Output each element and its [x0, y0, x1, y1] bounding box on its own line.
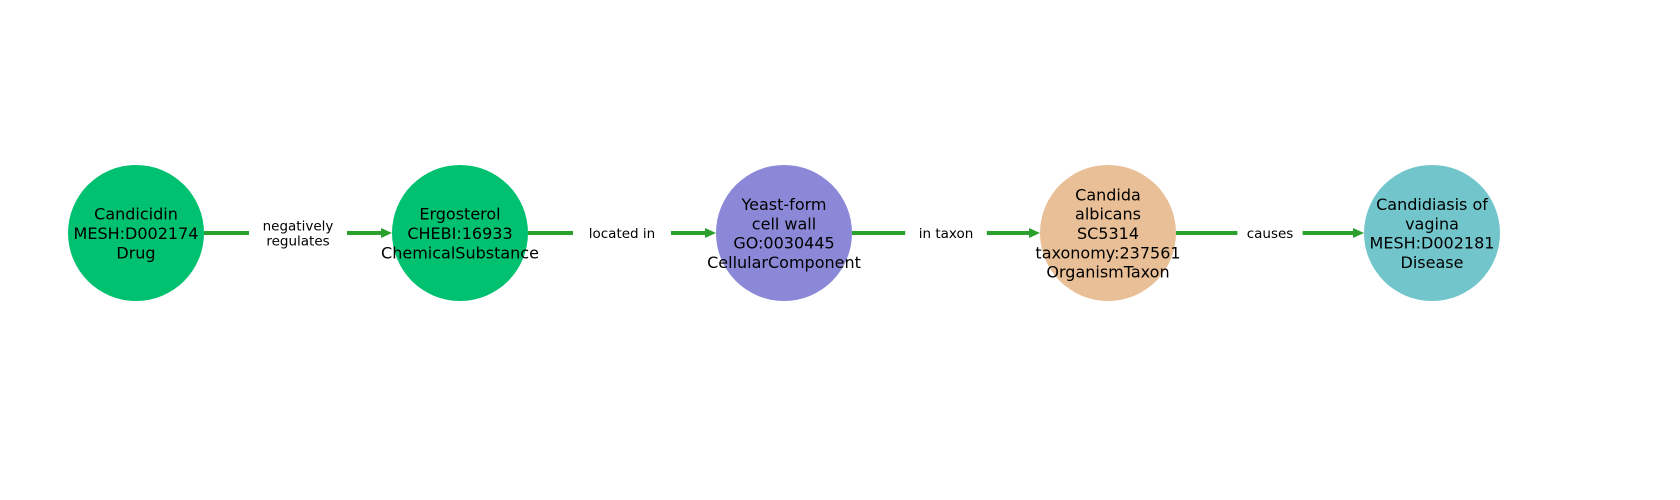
node-label: SC5314 — [1077, 224, 1139, 243]
edge-label: in taxon — [919, 226, 974, 242]
node-label: CellularComponent — [707, 253, 861, 272]
node-label: cell wall — [752, 214, 816, 233]
graph-node[interactable]: CandidaalbicansSC5314taxonomy:237561Orga… — [1035, 165, 1181, 301]
node-label: ChemicalSubstance — [381, 243, 539, 262]
node-circle — [1364, 165, 1500, 301]
arrowhead-icon — [705, 228, 716, 238]
node-circle — [1040, 165, 1176, 301]
node-label: Disease — [1401, 253, 1464, 272]
edge: located in — [528, 226, 716, 242]
node-label: Candida — [1075, 185, 1141, 204]
edge: in taxon — [852, 226, 1040, 242]
node-circle — [392, 165, 528, 301]
node-label: albicans — [1075, 205, 1141, 224]
node-label: GO:0030445 — [733, 234, 834, 253]
node-label: Candidiasis of — [1376, 195, 1488, 214]
node-label: Drug — [116, 243, 155, 262]
edge-label: located in — [589, 226, 655, 242]
node-label: vagina — [1405, 214, 1459, 233]
node-label: OrganismTaxon — [1046, 263, 1169, 282]
node-label: CHEBI:16933 — [407, 224, 512, 243]
node-label: Ergosterol — [419, 205, 500, 224]
edge-label: regulates — [266, 234, 329, 250]
node-label: MESH:D002181 — [1370, 234, 1495, 253]
edge-label: negatively — [263, 219, 334, 235]
node-label: Candicidin — [94, 205, 178, 224]
node-label: taxonomy:237561 — [1035, 243, 1180, 262]
arrowhead-icon — [1353, 228, 1364, 238]
arrowhead-icon — [1029, 228, 1040, 238]
node-circle — [68, 165, 204, 301]
arrowhead-icon — [381, 228, 392, 238]
edge-label: causes — [1247, 226, 1294, 242]
node-label: Yeast-form — [741, 195, 827, 214]
edge: causes — [1176, 226, 1364, 242]
node-label: MESH:D002174 — [74, 224, 199, 243]
node-circle — [716, 165, 852, 301]
